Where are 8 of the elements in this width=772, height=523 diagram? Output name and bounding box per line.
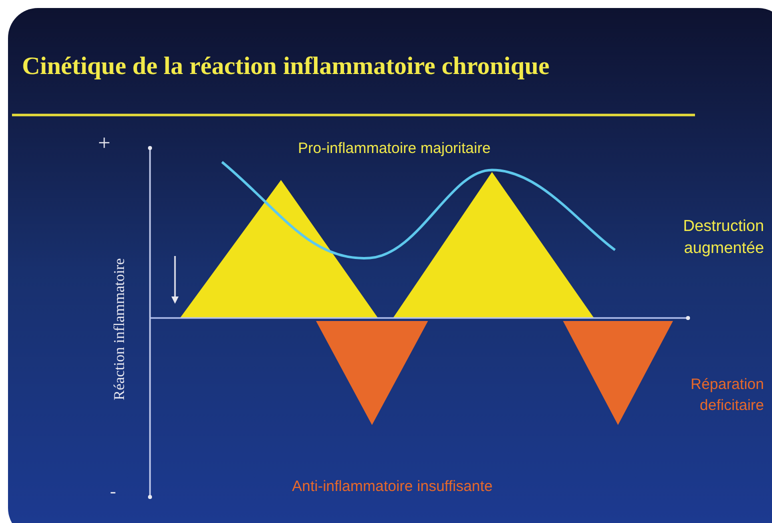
title: Cinétique de la réaction inflammatoire chronique <box>22 52 550 82</box>
axis-label: Réaction inflammatoire <box>110 257 129 402</box>
annotation-label: Destruction augmentée <box>682 217 764 259</box>
annotation-label: Anti-inflammatoire insuffisante <box>292 477 493 497</box>
annotation-label: Pro-inflammatoire majoritaire <box>298 139 491 159</box>
axis-sign: + <box>98 129 110 157</box>
annotation-label: Réparation deficitaire <box>690 375 764 416</box>
axis-sign: - <box>110 480 116 503</box>
